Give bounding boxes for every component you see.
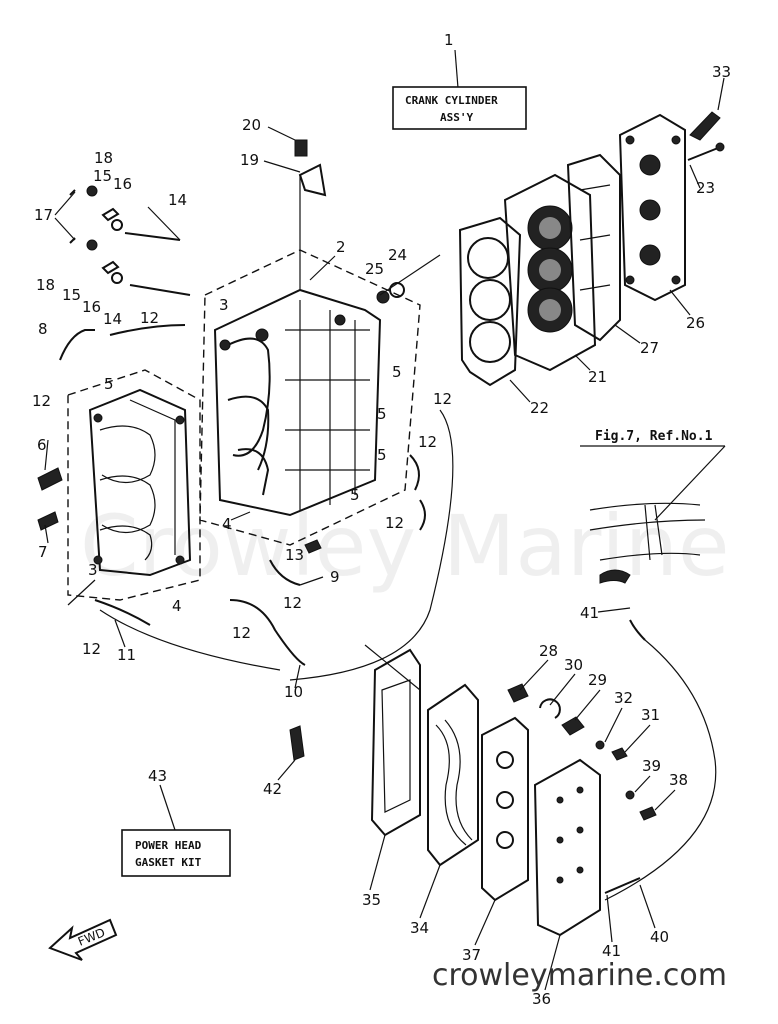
ref-34: 34 [410,919,429,937]
ref-30: 30 [564,656,583,674]
leader-lines [44,126,701,991]
exhaust-outer-cover-36 [533,758,601,937]
ref-18: 18 [36,276,55,294]
forward-arrow: FWD [48,918,118,961]
ref-4: 4 [222,515,232,533]
crankcase-half [67,369,201,601]
ref-12: 12 [283,594,302,612]
ref-40: 40 [650,928,669,946]
ref-5: 5 [377,405,387,423]
ref-12: 12 [232,624,251,642]
cylinder-head [503,173,597,372]
ref-15: 15 [93,167,112,185]
figure-ref-text: Fig.7, Ref.No.1 [595,429,713,444]
ref-2: 2 [336,238,346,256]
title-box-line1: CRANK CYLINDER [405,94,498,107]
ref-20: 20 [242,116,261,134]
ref-36: 36 [532,990,551,1008]
cylinder-gasket [458,216,522,387]
ref-13: 13 [285,546,304,564]
ref-33: 33 [712,63,731,81]
title-box-number: 1 [444,31,454,49]
ref-8: 8 [38,320,48,338]
ref-29: 29 [588,671,607,689]
ref-5: 5 [104,375,114,393]
watermark-text: Crowley Marine [80,497,730,595]
exhaust-gasket-37 [481,716,529,902]
ref-35: 35 [362,891,381,909]
ref-16: 16 [113,175,132,193]
ref-10: 10 [284,683,303,701]
ref-31: 31 [641,706,660,724]
ref-39: 39 [642,757,661,775]
ref-7: 7 [38,543,48,561]
ref-3: 3 [88,561,98,579]
ref-42: 42 [263,780,282,798]
ref-21: 21 [588,368,607,386]
kit-box-line1: POWER HEAD [135,839,202,852]
ref-4: 4 [172,597,182,615]
ref-15: 15 [62,286,81,304]
ref-38: 38 [669,771,688,789]
crank-cylinder-box: 1 CRANK CYLINDER ASS'Y [392,31,527,130]
ref-12: 12 [140,309,159,327]
ref-14: 14 [103,310,122,328]
ref-19: 19 [240,151,259,169]
head-cover-gasket [566,153,621,342]
ref-9: 9 [330,568,340,586]
ref-12: 12 [82,640,101,658]
gasket-kit-box: 43 POWER HEAD GASKET KIT [121,767,231,877]
ref-12: 12 [32,392,51,410]
ref-3: 3 [219,296,229,314]
ref-5: 5 [392,363,402,381]
bolt-23 [687,142,725,161]
head-cover [618,113,686,302]
ref-23: 23 [696,179,715,197]
ref-6: 6 [37,436,47,454]
ref-5: 5 [350,486,360,504]
ref-18: 18 [94,149,113,167]
title-box-line2: ASS'Y [440,111,473,124]
ref-27: 27 [640,339,659,357]
exhaust-gasket-35 [370,648,421,837]
ref-12: 12 [433,390,452,408]
ref-14: 14 [168,191,187,209]
kit-box-line2: GASKET KIT [135,856,202,869]
ref-37: 37 [462,946,481,964]
ref-32: 32 [614,689,633,707]
ref-11: 11 [117,646,136,664]
fig7-reference: Fig.7, Ref.No.1 [580,429,726,584]
hoses [59,324,717,901]
site-footer: crowleymarine.com [432,958,727,993]
ref-12: 12 [418,433,437,451]
reference-numbers: 33 20 19 18 15 16 14 17 18 15 16 14 2 25… [32,63,731,1008]
ref-12: 12 [385,514,404,532]
ref-17: 17 [34,206,53,224]
ref-16: 16 [82,298,101,316]
ref-25: 25 [365,260,384,278]
ref-28: 28 [539,642,558,660]
ref-41: 41 [602,942,621,960]
exhaust-inner-cover-34 [427,683,479,867]
ref-22: 22 [530,399,549,417]
ref-5: 5 [377,446,387,464]
ref-41: 41 [580,604,599,622]
kit-box-number: 43 [148,767,167,785]
ref-24: 24 [388,246,407,264]
ref-26: 26 [686,314,705,332]
fittings [37,139,657,821]
thermo-switch [689,77,725,141]
